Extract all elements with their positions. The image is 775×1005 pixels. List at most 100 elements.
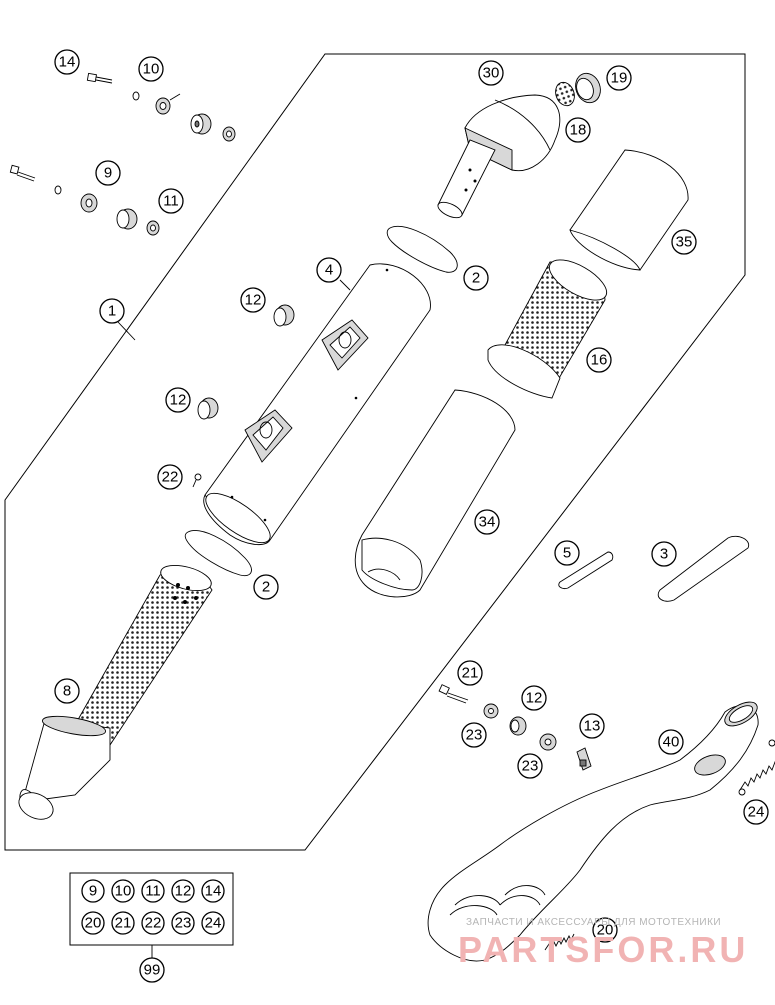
kit-item-14[interactable]: 14 (201, 879, 225, 903)
callout-1-label: 1 (108, 303, 116, 320)
head-pipe-40 (427, 701, 759, 962)
callout-11-label: 11 (163, 193, 179, 210)
kit-item-20-label: 20 (85, 915, 102, 932)
kit-item-23-label: 23 (175, 915, 192, 932)
callout-21-label: 21 (462, 665, 479, 682)
callout-23-a-label: 23 (466, 727, 483, 744)
kit-box (69, 872, 234, 946)
callout-34[interactable]: 34 (474, 509, 500, 535)
washer-top (155, 97, 171, 115)
callout-23-a[interactable]: 23 (461, 722, 487, 748)
callout-35-label: 35 (676, 234, 693, 251)
callout-3[interactable]: 3 (651, 541, 677, 567)
callout-12-b-label: 12 (170, 392, 187, 409)
callout-20[interactable]: 20 (592, 917, 618, 943)
callout-12-c[interactable]: 12 (521, 685, 547, 711)
callout-16-label: 16 (591, 352, 608, 369)
grommet-top (190, 113, 212, 135)
grommet-left (116, 208, 138, 230)
kit-item-21[interactable]: 21 (111, 911, 135, 935)
sleeve-35 (569, 149, 689, 271)
heat-shield-3 (657, 535, 750, 602)
bolt-14 (86, 72, 113, 84)
callout-10-label: 10 (143, 61, 160, 78)
callout-40[interactable]: 40 (658, 729, 684, 755)
mesh-18 (555, 81, 575, 107)
callout-19[interactable]: 19 (606, 65, 632, 91)
callout-2-a[interactable]: 2 (463, 265, 489, 291)
callout-14[interactable]: 14 (54, 49, 80, 75)
silencer-body-4 (203, 263, 431, 546)
kit-item-24[interactable]: 24 (201, 911, 225, 935)
kit-item-20[interactable]: 20 (81, 911, 105, 935)
callout-40-label: 40 (663, 734, 680, 751)
plug-19 (575, 72, 601, 104)
heat-shield-5 (558, 551, 614, 589)
callout-12-b[interactable]: 12 (165, 387, 191, 413)
kit-item-10-label: 10 (115, 883, 132, 900)
rivet-22 (192, 473, 202, 488)
washer-23-b (539, 733, 557, 751)
kit-item-9[interactable]: 9 (81, 879, 105, 903)
kit-item-12-label: 12 (175, 883, 192, 900)
callout-30[interactable]: 30 (478, 60, 504, 86)
callout-8[interactable]: 8 (54, 678, 80, 704)
callout-21[interactable]: 21 (457, 660, 483, 686)
callout-22-label: 22 (162, 469, 179, 486)
kit-item-22-label: 22 (145, 915, 162, 932)
callout-1[interactable]: 1 (99, 298, 125, 324)
watermark-tagline: ЗАПЧАСТИ И АКСЕССУАРЫ ДЛЯ МОТОТЕХНИКИ (466, 917, 721, 928)
grommet-12-a (273, 304, 295, 327)
callout-5-label: 5 (563, 545, 571, 562)
o-ring-10 (132, 91, 140, 101)
kit-item-14-label: 14 (205, 883, 222, 900)
callout-13[interactable]: 13 (579, 713, 605, 739)
assembly-outline (4, 53, 746, 851)
callout-12-a-label: 12 (245, 292, 262, 309)
kit-item-23[interactable]: 23 (171, 911, 195, 935)
callout-4[interactable]: 4 (316, 257, 342, 283)
callout-34-label: 34 (479, 514, 496, 531)
kit-item-10[interactable]: 10 (111, 879, 135, 903)
kit-item-22[interactable]: 22 (141, 911, 165, 935)
callout-8-label: 8 (63, 683, 71, 700)
kit-item-9-label: 9 (89, 883, 97, 900)
spring-20 (544, 933, 575, 951)
nut-top (222, 126, 236, 142)
callout-13-label: 13 (584, 718, 601, 735)
callout-20-label: 20 (597, 922, 614, 939)
o-ring-left (54, 185, 62, 195)
callout-99[interactable]: 99 (139, 957, 165, 983)
callout-24[interactable]: 24 (743, 799, 769, 825)
callout-12-a[interactable]: 12 (240, 287, 266, 313)
bolt-21 (438, 684, 469, 704)
callout-11[interactable]: 11 (158, 188, 184, 214)
callout-2-b-label: 2 (262, 579, 270, 596)
callout-23-b[interactable]: 23 (517, 753, 543, 779)
gasket-ring-lower (184, 530, 252, 577)
grommet-12-c (509, 716, 527, 736)
callout-5[interactable]: 5 (554, 540, 580, 566)
callout-99-label: 99 (144, 962, 161, 979)
kit-item-21-label: 21 (115, 915, 132, 932)
callout-22[interactable]: 22 (157, 464, 183, 490)
callout-10[interactable]: 10 (138, 56, 164, 82)
grommet-12-b (197, 397, 219, 420)
callout-9-label: 9 (104, 165, 112, 182)
callout-16[interactable]: 16 (586, 347, 612, 373)
callout-18[interactable]: 18 (565, 117, 591, 143)
leader-lines (117, 93, 351, 341)
bolt-left (9, 164, 36, 182)
kit-item-11[interactable]: 11 (141, 879, 165, 903)
callout-35[interactable]: 35 (671, 229, 697, 255)
kit-item-24-label: 24 (205, 915, 222, 932)
callout-9[interactable]: 9 (95, 160, 121, 186)
callout-24-label: 24 (748, 804, 765, 821)
kit-item-12[interactable]: 12 (171, 879, 195, 903)
callout-12-c-label: 12 (526, 690, 543, 707)
end-cap-30 (437, 94, 561, 219)
callout-2-b[interactable]: 2 (253, 574, 279, 600)
washer-23-a (483, 703, 499, 719)
header-pipe-8 (18, 564, 213, 820)
